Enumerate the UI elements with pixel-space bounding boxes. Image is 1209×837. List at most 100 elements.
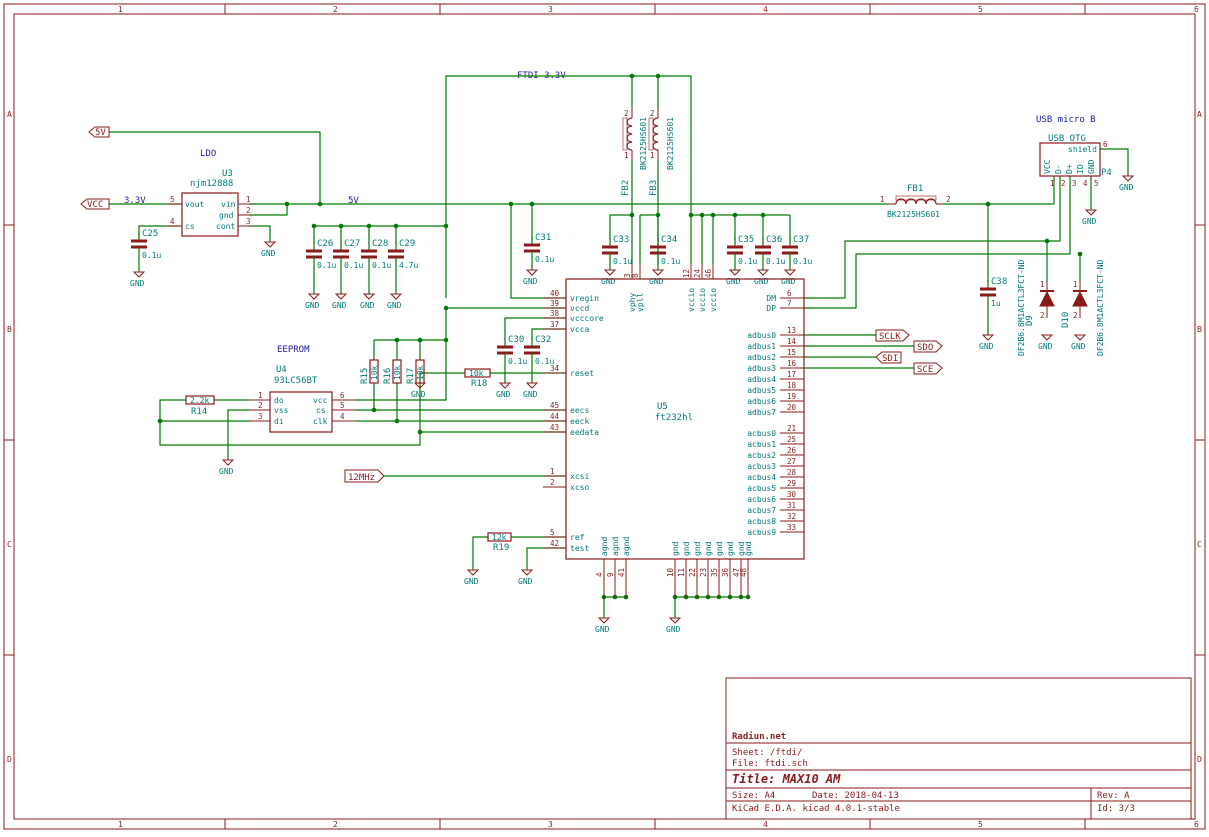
c29-value: 4.7u [399, 261, 418, 270]
global-label-sdi[interactable]: SDI [875, 351, 902, 364]
u3-pin-gnd: gnd [219, 211, 234, 220]
u5-ref: U5 [657, 402, 668, 412]
gnd-icon-21-label: GND [1082, 217, 1097, 226]
net-label-5v: 5V [348, 196, 359, 206]
u3-pin-vout: vout [185, 200, 204, 209]
gnd-icon-12: GND [518, 569, 534, 586]
global-label-12mhz[interactable]: 12MHz [344, 469, 385, 483]
global-label-sdo[interactable]: SDO [913, 340, 943, 353]
fb2-ferrite-bead[interactable]: FB2 BK2125HS601 2 1 [621, 108, 648, 196]
fb1-pin-2: 2 [946, 195, 951, 204]
c25-capacitor[interactable]: C25 0.1u [131, 229, 161, 272]
u5-pin-reset-34: reset [570, 369, 594, 378]
r16-resistor[interactable]: 10k R16 [383, 359, 402, 384]
c28-value: 0.1u [372, 261, 391, 270]
u5-pinnum-2: 2 [550, 478, 555, 487]
r14-value: 2.2k [190, 396, 209, 405]
u5-pin-acbus1-25: acbus1 [747, 440, 776, 449]
u5-pinnum-44: 44 [550, 412, 560, 421]
r15-value: 10k [370, 365, 379, 380]
gnd-icon-18: GND [979, 334, 995, 351]
d9-tvs-diode[interactable]: 1 2 D9 DF2B6.8M1ACTL3FCT-ND [1017, 259, 1055, 356]
u5-pin-eecs-45: eecs [570, 406, 589, 415]
u5-pin-vccio-12: vccio [687, 288, 696, 312]
d9-ref: D9 [1025, 315, 1035, 326]
r19-resistor[interactable]: 12k R19 [487, 532, 512, 553]
u5-pin-adbus7-20: adbus7 [747, 408, 776, 417]
c25-ref: C25 [142, 229, 158, 239]
u5-pinnum-18: 18 [787, 381, 797, 390]
c38-value: 1u [991, 299, 1001, 308]
gnd-icon-9-label: GND [523, 277, 538, 286]
fb1-ferrite-bead[interactable]: FB1 BK2125HS601 1 2 [880, 184, 951, 219]
frame-col-3: 3 [548, 5, 553, 14]
gnd-icon-0: GND [130, 271, 146, 288]
c36-value: 0.1u [766, 257, 785, 266]
global-label-sclk[interactable]: SCLK [875, 329, 910, 342]
u5-pinnum-47: 47 [732, 568, 741, 577]
u5-ft232hl[interactable]: U5 ft232hl 40vregin39vccd38vcccore37vcca… [543, 264, 805, 597]
gnd-icon-16-label: GND [754, 277, 769, 286]
c37-ref: C37 [793, 235, 809, 245]
u5-pin-acbus7-31: acbus7 [747, 506, 776, 515]
u5-pin-acbus9-33: acbus9 [747, 528, 776, 537]
global-label-sdi-text: SDI [882, 354, 898, 364]
fb3-ferrite-bead[interactable]: FB3 BK2125HS601 2 1 [648, 108, 675, 196]
c25-value: 0.1u [142, 251, 161, 260]
c26-value: 0.1u [317, 261, 336, 270]
u4-eeprom[interactable]: U4 93LC56BT do vss di vcc cs clk 1 2 3 6… [250, 365, 356, 433]
frame-col-bottom-3: 3 [548, 820, 553, 829]
u5-pin-acbus2-26: acbus2 [747, 451, 776, 460]
global-label-sce[interactable]: SCE [913, 362, 943, 375]
p4-usb-connector[interactable]: USB_OTG P4 shield VCC D- D+ ID GND 1 2 3… [1039, 134, 1112, 188]
u5-pin-xcsi-1: xcsi [570, 472, 589, 481]
u5-pin-vregin-40: vregin [570, 294, 599, 303]
u5-pin-vcccore-38: vcccore [570, 314, 604, 323]
tb-sheet: Sheet: /ftdi/ [732, 748, 802, 758]
global-label-5v[interactable]: 5V [88, 126, 110, 138]
u3-ldo-regulator[interactable]: U3 njm12888 vout cs vin gnd cont 5 4 1 2… [168, 169, 252, 237]
gnd-icon-6-label: GND [219, 467, 234, 476]
gnd-icon-20: GND [1071, 334, 1087, 351]
frame-row-A: A [7, 110, 12, 119]
c30-ref: C30 [508, 335, 524, 345]
gnd-icon-20-label: GND [1071, 342, 1086, 351]
d9-value: DF2B6.8M1ACTL3FCT-ND [1017, 259, 1026, 356]
r18-resistor[interactable]: 10k R18 [464, 368, 491, 389]
r15-resistor[interactable]: 10k R15 [360, 359, 379, 384]
u5-pin-gnd-22: gnd [693, 541, 702, 556]
r17-resistor[interactable]: 10k R17 [406, 359, 425, 384]
global-label-5v-text: 5V [95, 128, 106, 138]
global-label-vcc[interactable]: VCC [80, 198, 110, 210]
d10-pin-2: 2 [1073, 311, 1078, 320]
title-block: Radiun.net Sheet: /ftdi/ File: ftdi.sch … [725, 677, 1192, 820]
u4-pin-di: di [274, 417, 284, 426]
gnd-icon-18-label: GND [979, 342, 994, 351]
global-label-sdo-text: SDO [917, 343, 933, 353]
u5-pin-vcca-37: vcca [570, 325, 589, 334]
gnd-icon-16: GND [754, 269, 770, 286]
p4-pinnum-6: 6 [1103, 140, 1108, 149]
capacitors: C250.1uC260.1uC270.1uC280.1uC294.7uC300.… [131, 229, 1007, 383]
u5-pin-gnd-47: gnd [737, 541, 746, 556]
gnd-icon-10: GND [523, 382, 539, 399]
r14-resistor[interactable]: 2.2k R14 [185, 395, 215, 417]
d10-tvs-diode[interactable]: 1 2 D10 DF2B6.8M1ACTL3FCT-ND [1061, 259, 1105, 356]
u5-pin-acbus6-30: acbus6 [747, 495, 776, 504]
